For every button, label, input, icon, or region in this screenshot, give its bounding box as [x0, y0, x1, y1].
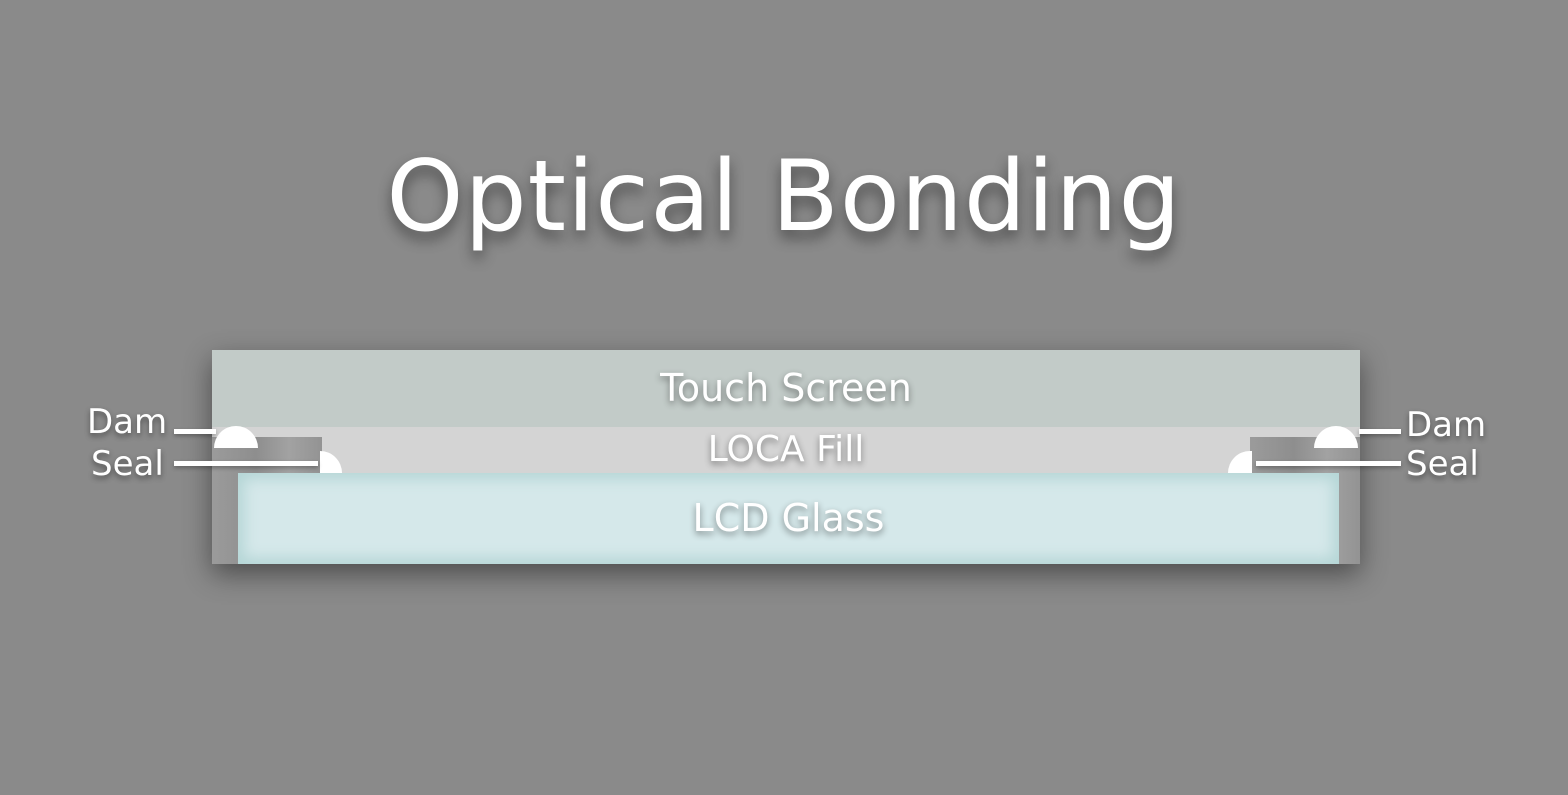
- lcd-glass-layer: LCD Glass: [238, 473, 1339, 564]
- diagram-title: Optical Bonding: [386, 140, 1182, 254]
- right-seal-bead: [1228, 451, 1252, 473]
- touch-screen-layer: Touch Screen: [212, 350, 1360, 427]
- left-dam-label: Dam: [87, 402, 168, 442]
- left-dam-bead: [214, 426, 258, 448]
- left-dam-leader: [174, 429, 216, 434]
- left-seal-leader: [174, 461, 318, 466]
- loca-fill-layer: LOCA Fill: [212, 427, 1360, 473]
- right-dam-bead: [1314, 426, 1358, 448]
- left-seal-label: Seal: [91, 444, 164, 484]
- right-seal-leader: [1256, 461, 1401, 466]
- right-dam-label: Dam: [1406, 405, 1487, 445]
- right-seal-label: Seal: [1406, 444, 1479, 484]
- bonding-stack: Touch Screen LOCA Fill LCD Glass: [212, 350, 1360, 564]
- right-dam-leader: [1359, 429, 1401, 434]
